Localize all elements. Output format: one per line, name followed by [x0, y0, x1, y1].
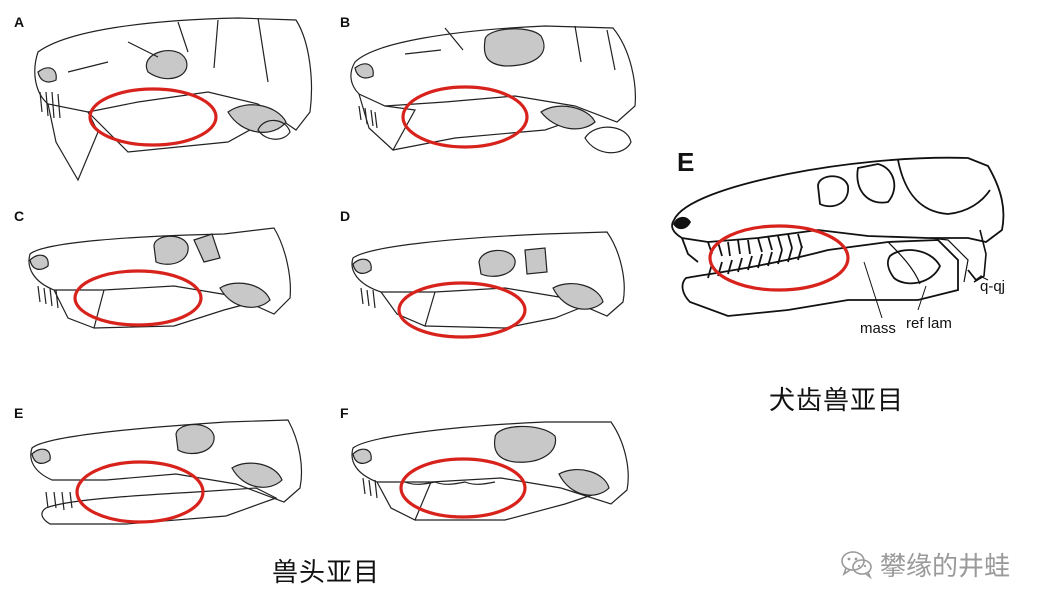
panel-letter-e-right: E	[677, 147, 695, 177]
tooth-highlight-circle-b	[401, 85, 529, 149]
panel-letter-f: F	[340, 405, 349, 421]
wechat-logo-icon	[841, 551, 872, 580]
skull-drawing-d	[351, 231, 625, 339]
group-label-therocephalia: 兽头亚目	[272, 558, 381, 588]
tooth-highlight-circle-d	[397, 281, 527, 339]
panel-letter-e: E	[14, 405, 24, 421]
tooth-highlight-circle-a	[88, 87, 218, 147]
annotation-mass: mass	[860, 320, 896, 337]
panel-letter-c: C	[14, 208, 25, 224]
panel-letter-b: B	[340, 14, 351, 30]
panel-letter-d: D	[340, 208, 351, 224]
annotation-ref-lam: ref lam	[906, 315, 952, 332]
annotation-q-qj: q-qj	[980, 278, 1006, 295]
skull-drawing-c	[28, 227, 291, 329]
group-label-cynodontia: 犬齿兽亚目	[769, 386, 905, 416]
tooth-highlight-circle-f	[399, 457, 527, 519]
tooth-highlight-circle-cynodont	[708, 224, 850, 292]
skull-drawing-a	[34, 17, 313, 182]
skull-drawing-e-left	[30, 419, 303, 525]
skull-drawing-b	[350, 25, 636, 154]
tooth-highlight-circle-c	[73, 269, 203, 327]
panel-letter-a: A	[14, 14, 25, 30]
tooth-highlight-circle-e-left	[75, 460, 205, 524]
skull-drawing-f	[351, 421, 629, 521]
skull-drawing-cynodont	[671, 156, 1005, 319]
watermark-text: 攀缘的井蛙	[880, 552, 1011, 582]
